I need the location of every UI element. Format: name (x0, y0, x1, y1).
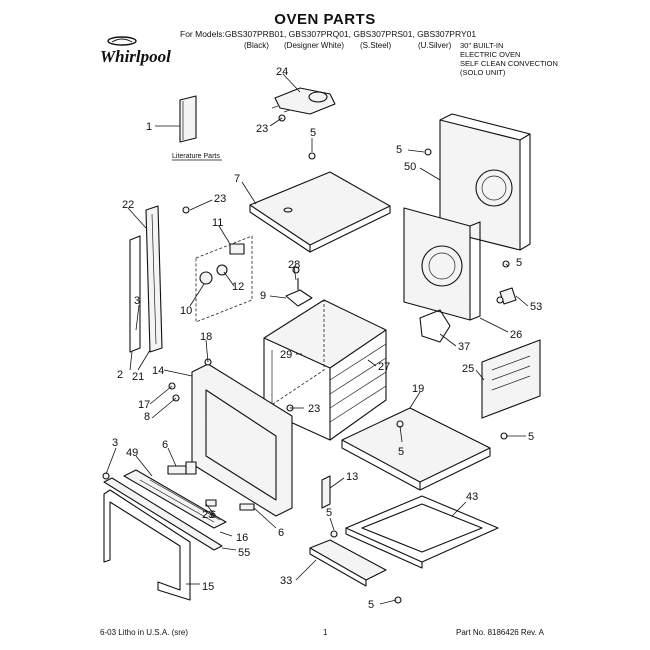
callout-23-left: 23 (214, 193, 226, 205)
callout-23-top: 23 (256, 123, 268, 135)
callout-5-base: 5 (368, 599, 374, 611)
page-title: OVEN PARTS (274, 11, 376, 28)
callout-6-c: 6 (278, 527, 284, 539)
part-oven-top-cover (249, 171, 391, 253)
footer-page-number: 1 (323, 628, 328, 637)
callout-5-side: 5 (528, 431, 534, 443)
callout-22: 22 (122, 199, 134, 211)
part-element-bracket (285, 278, 313, 307)
callout-13: 13 (346, 471, 358, 483)
callout-43: 43 (466, 491, 478, 503)
part-door-spacers (167, 461, 255, 511)
callout-5-top: 5 (310, 127, 316, 139)
callout-37: 37 (458, 341, 470, 353)
finish-designer-white: (Designer White) (284, 41, 345, 50)
callout-6-b: 6 (210, 509, 216, 521)
callout-3-lower: 3 (112, 437, 118, 449)
part-rear-panel (439, 113, 531, 251)
part-switch-group (195, 235, 253, 323)
footer-litho: 6-03 Litho in U.S.A. (sre) (100, 628, 189, 637)
callout-29: 29 (280, 349, 292, 361)
callout-12: 12 (232, 281, 244, 293)
callout-numbers: 1 2 3 3 5 5 5 5 5 5 5 6 6 6 7 8 9 10 11 … (112, 66, 542, 611)
part-door-vent (123, 469, 227, 529)
leader-lines (105, 73, 529, 605)
callout-8: 8 (144, 411, 150, 423)
screw-group (102, 114, 510, 604)
description-line-1: 30" BUILT-IN (460, 41, 504, 50)
part-oven-cavity (263, 299, 387, 441)
callout-17: 17 (138, 399, 150, 411)
part-bottom-rail (309, 539, 387, 587)
svg-text:Whirlpool: Whirlpool (100, 47, 171, 66)
part-side-vent-panel (481, 339, 541, 419)
callout-33: 33 (280, 575, 292, 587)
callout-53: 53 (530, 301, 542, 313)
callout-26: 26 (510, 329, 522, 341)
callout-21: 21 (132, 371, 144, 383)
callout-6-a: 6 (162, 439, 168, 451)
callout-15: 15 (202, 581, 214, 593)
callout-19: 19 (412, 383, 424, 395)
callout-27: 27 (378, 361, 390, 373)
part-literature-booklet (179, 95, 197, 143)
part-bottom-frame (345, 495, 499, 569)
callout-5-bottom: 5 (398, 446, 404, 458)
callout-1: 1 (146, 121, 152, 133)
callout-3-upper: 3 (134, 295, 140, 307)
part-door-trim (103, 477, 223, 551)
part-oven-rear-wall (403, 207, 481, 321)
part-left-side-trims (129, 205, 163, 353)
callout-24: 24 (276, 66, 288, 78)
callout-49: 49 (126, 447, 138, 459)
callout-14: 14 (152, 365, 164, 377)
finish-stainless-steel: (S.Steel) (360, 41, 392, 50)
description-line-2: ELECTRIC OVEN (460, 50, 521, 59)
callout-5-rear: 5 (396, 144, 402, 156)
callout-11: 11 (212, 217, 223, 229)
callout-55: 55 (238, 547, 250, 559)
callout-5-rail: 5 (326, 507, 332, 519)
callout-28: 28 (288, 259, 300, 271)
callout-2: 2 (117, 369, 123, 381)
description-line-3: SELF CLEAN CONVECTION (460, 59, 558, 68)
finish-universal-silver: (U.Silver) (418, 41, 452, 50)
callout-23-cavity: 23 (308, 403, 320, 415)
whirlpool-logo: Whirlpool (100, 36, 171, 66)
callout-9: 9 (260, 290, 266, 302)
description-line-4: (SOLO UNIT) (460, 68, 506, 77)
callout-18: 18 (200, 331, 212, 343)
part-fan-gasket (419, 309, 451, 343)
callout-7: 7 (234, 173, 240, 185)
part-oven-bottom (341, 407, 491, 491)
part-door-frame (191, 363, 293, 517)
callout-23-door: 23 (202, 509, 214, 521)
callout-25: 25 (462, 363, 474, 375)
part-convection-motor (271, 87, 336, 115)
callout-10: 10 (180, 305, 192, 317)
literature-parts-label: Literature Parts (172, 153, 220, 160)
callout-16: 16 (236, 532, 248, 544)
models-line: For Models:GBS307PRB01, GBS307PRQ01, GBS… (180, 29, 477, 39)
part-door-gasket (103, 489, 191, 601)
callout-50: 50 (404, 161, 416, 173)
part-small-bracket (321, 475, 331, 509)
callout-5-right: 5 (516, 257, 522, 269)
finish-black: (Black) (244, 41, 269, 50)
footer-part-number: Part No. 8186426 Rev. A (456, 628, 544, 637)
